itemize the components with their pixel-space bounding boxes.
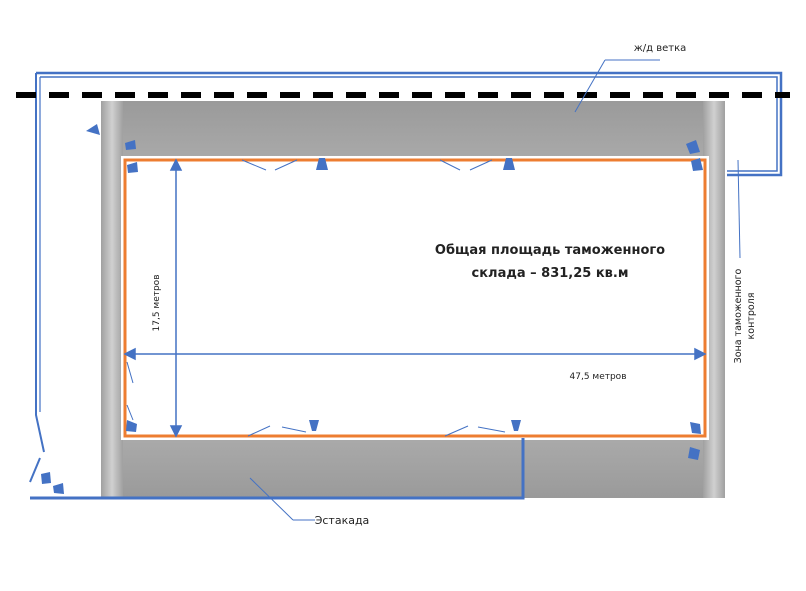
control-leader — [737, 159, 741, 259]
camera-markers — [41, 124, 703, 494]
area-title-line2: склада – 831,25 кв.м — [472, 266, 629, 281]
camera-icon — [690, 422, 701, 434]
camera-icon — [125, 140, 136, 150]
perimeter-fence-inner — [40, 76, 778, 172]
camera-icon — [53, 483, 64, 494]
camera-icon — [686, 140, 700, 154]
door-lines — [126, 159, 506, 437]
rail-label: ж/д ветка — [634, 43, 687, 54]
area-title-line1: Общая площадь таможенного — [435, 243, 665, 258]
control-zone-label-line2: контроля — [746, 293, 757, 340]
camera-icon — [86, 124, 100, 135]
camera-icon — [688, 447, 700, 460]
ramp-label: Эстакада — [315, 514, 370, 527]
height-label: 17,5 метров — [152, 275, 162, 332]
perimeter-fence — [36, 71, 783, 177]
camera-icon — [127, 162, 138, 173]
warehouse-floor — [121, 156, 709, 440]
warehouse-outline — [123, 158, 707, 438]
camera-icon — [309, 420, 319, 431]
width-dimension — [123, 347, 707, 361]
camera-icon — [691, 158, 703, 171]
perimeter-fence-left — [35, 73, 45, 453]
camera-icon — [511, 420, 521, 431]
width-label: 47,5 метров — [570, 372, 627, 382]
camera-icon — [503, 158, 515, 170]
fence-gate — [29, 457, 41, 483]
height-dimension — [169, 158, 183, 438]
bottom-fence — [30, 438, 525, 500]
control-zone-label-line1: Зона таможенного — [733, 268, 744, 363]
camera-icon — [126, 420, 137, 432]
ramp-leader — [249, 477, 294, 521]
camera-icon — [316, 158, 328, 170]
rail-leader — [574, 59, 606, 113]
camera-icon — [41, 472, 51, 484]
